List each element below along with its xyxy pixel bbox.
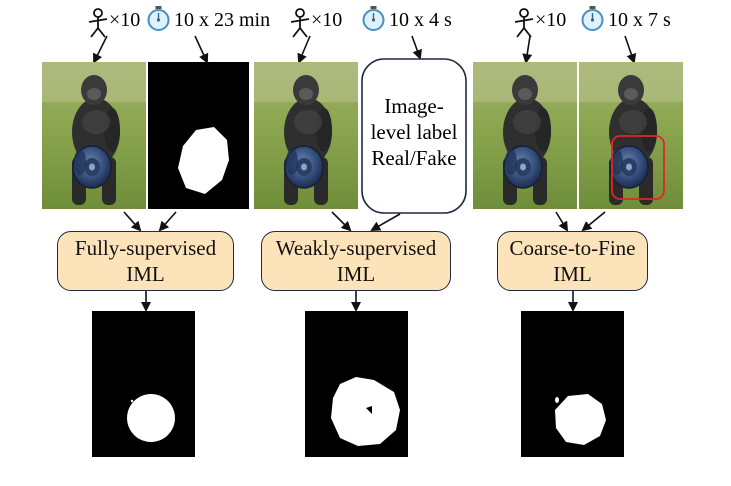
method-suffix: IML [553, 262, 592, 286]
method-suffix: IML [336, 262, 376, 286]
method-suffix: IML [126, 262, 165, 286]
bounding-box-annotation [611, 135, 665, 200]
person-icon [290, 8, 310, 38]
label-line-1: Image- [384, 94, 443, 118]
column-weakly-supervised: ×10 10 x 4 s Image- level label Real/Fak… [254, 6, 467, 457]
stopwatch-icon [362, 6, 385, 31]
arrow-icon [581, 211, 606, 232]
person-icon [514, 8, 534, 38]
label-line-2: level label [371, 120, 458, 144]
method-box-weakly-supervised: Weakly-supervised IML [261, 231, 451, 291]
person-icon [88, 8, 108, 38]
method-box-fully-supervised: Fully-supervised IML [57, 231, 234, 291]
method-name: Fully-supervised [74, 236, 217, 260]
arrow-icon [624, 35, 637, 64]
stopwatch-icon [581, 6, 604, 31]
stopwatch-icon [147, 6, 170, 31]
arrow-icon [194, 35, 209, 64]
annotation-time: 10 x 4 s [389, 9, 452, 31]
arrow-icon [522, 35, 533, 64]
arrow-icon [370, 213, 401, 231]
input-image [254, 62, 358, 209]
arrow-icon [297, 35, 311, 64]
arrow-icon [93, 35, 108, 64]
predicted-region [555, 394, 606, 445]
predicted-region [331, 377, 400, 446]
input-image [42, 62, 146, 209]
image-level-label-box [361, 58, 467, 214]
column-coarse-to-fine: ×10 10 x 7 s [473, 6, 683, 457]
arrow-icon [123, 211, 142, 232]
annotation-time: 10 x 7 s [608, 9, 671, 31]
arrow-icon [411, 35, 422, 60]
method-box-coarse-to-fine: Coarse-to-Fine IML [497, 231, 648, 291]
annotator-count: ×10 [311, 9, 342, 31]
method-name: Weakly-supervised [275, 236, 437, 260]
annotation-time: 10 x 23 min [174, 9, 270, 31]
annotator-count: ×10 [535, 9, 566, 31]
predicted-region [127, 394, 175, 442]
label-line-3: Real/Fake [371, 146, 456, 170]
mask-region [178, 127, 229, 194]
method-name: Coarse-to-Fine [509, 236, 636, 260]
arrow-icon [331, 211, 352, 232]
arrow-icon [555, 211, 569, 232]
column-fully-supervised: ×10 10 x 23 min [42, 6, 270, 457]
annotator-count: ×10 [109, 9, 140, 31]
arrow-icon [158, 211, 177, 232]
input-image [473, 62, 577, 209]
